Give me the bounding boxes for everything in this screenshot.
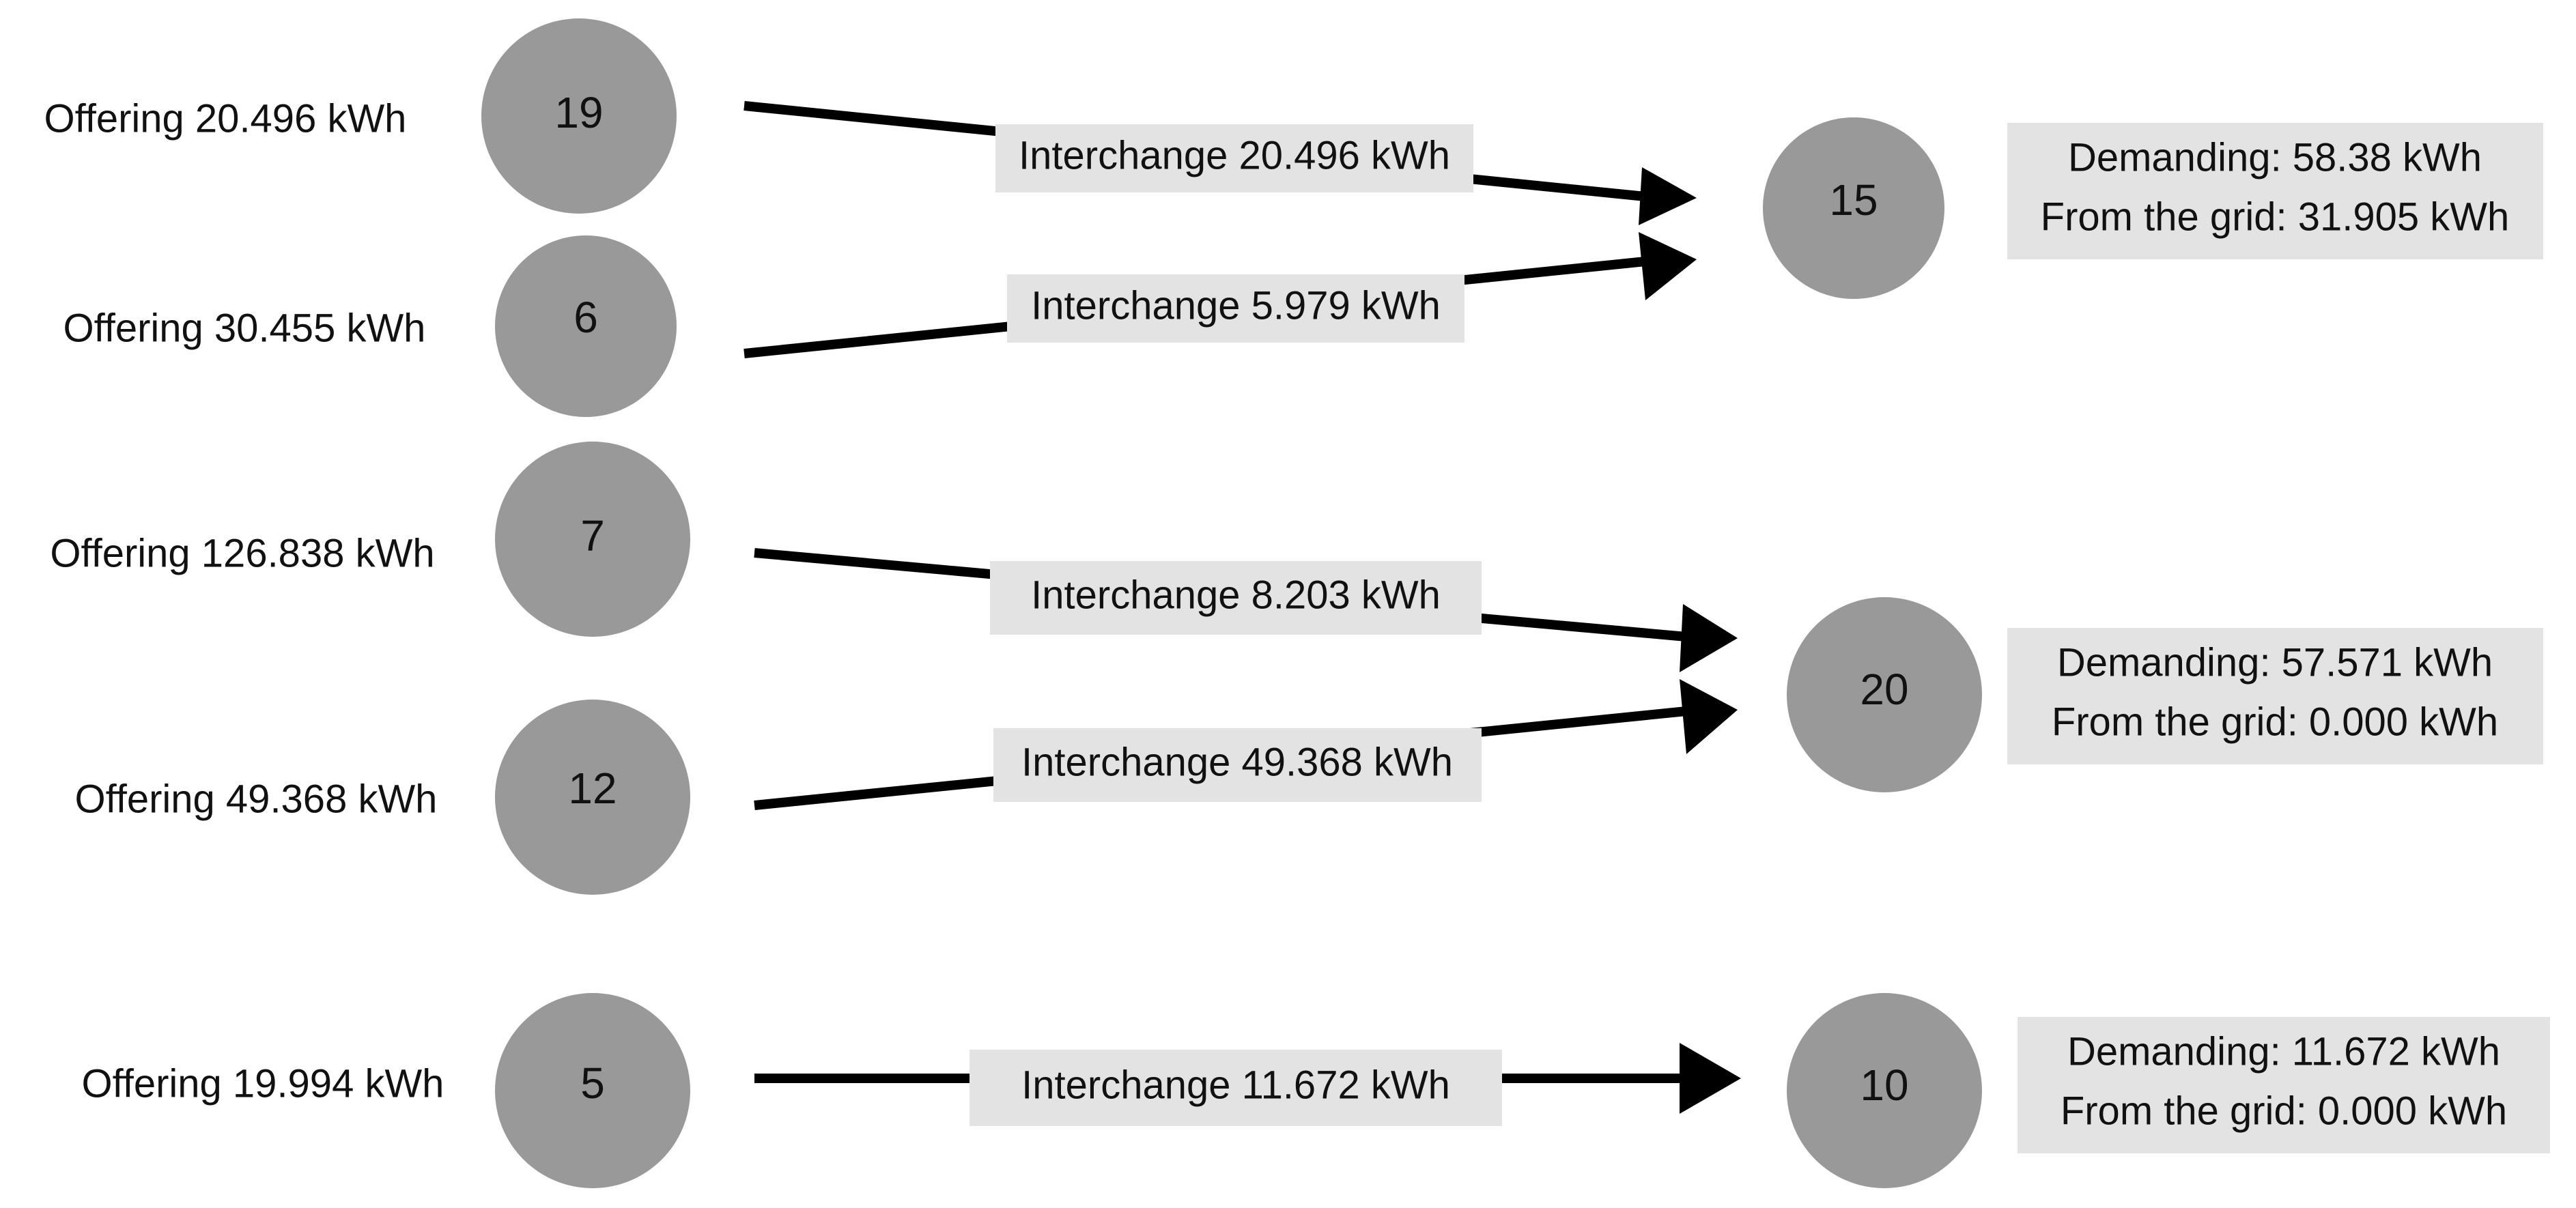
seller-offering-label: Offering 49.368 kWh bbox=[75, 777, 438, 821]
node-circle bbox=[495, 700, 690, 895]
arrowhead-6-15 bbox=[1639, 232, 1697, 300]
node-id: 10 bbox=[1860, 1061, 1908, 1110]
buyer-demand-box: Demanding: 57.571 kWh From the grid: 0.0… bbox=[2007, 628, 2543, 764]
interchange-label-box: Interchange 11.672 kWh bbox=[969, 1050, 1502, 1126]
seller-node: 7 bbox=[495, 442, 690, 637]
from-grid-text: From the grid: 0.000 kWh bbox=[2052, 700, 2498, 744]
node-id: 5 bbox=[580, 1059, 605, 1108]
demand-box-bg bbox=[2018, 1017, 2550, 1153]
offering-text: Offering 49.368 kWh bbox=[75, 777, 438, 821]
node-id: 19 bbox=[554, 88, 603, 137]
seller-node: 6 bbox=[495, 235, 677, 417]
arrowhead-19-15 bbox=[1639, 167, 1697, 225]
buyer-node: 20 bbox=[1787, 597, 1982, 792]
demanding-text: Demanding: 11.672 kWh bbox=[2067, 1029, 2500, 1074]
node-circle bbox=[495, 993, 690, 1188]
seller-offering-label: Offering 19.994 kWh bbox=[82, 1061, 444, 1106]
node-circle bbox=[1787, 597, 1982, 792]
offering-text: Offering 30.455 kWh bbox=[63, 306, 426, 350]
seller-node: 19 bbox=[481, 18, 677, 214]
arrowhead-5-10 bbox=[1680, 1043, 1741, 1114]
seller-offering-label: Offering 126.838 kWh bbox=[50, 531, 434, 575]
interchange-box-bg bbox=[969, 1050, 1502, 1126]
from-grid-text: From the grid: 31.905 kWh bbox=[2041, 195, 2510, 239]
interchange-label: Interchange 49.368 kWh bbox=[1021, 740, 1453, 784]
seller-offering-label: Offering 30.455 kWh bbox=[63, 306, 426, 350]
interchange-box-bg bbox=[993, 728, 1482, 802]
node-circle bbox=[1787, 993, 1982, 1188]
demanding-text: Demanding: 58.38 kWh bbox=[2068, 135, 2482, 179]
interchange-label: Interchange 8.203 kWh bbox=[1031, 573, 1441, 617]
buyer-demand-box: Demanding: 58.38 kWh From the grid: 31.9… bbox=[2007, 123, 2543, 259]
demand-box-bg bbox=[2007, 123, 2543, 259]
node-id: 15 bbox=[1829, 175, 1878, 225]
offering-text: Offering 19.994 kWh bbox=[82, 1061, 444, 1106]
buyer-node: 15 bbox=[1763, 117, 1944, 299]
demand-box-bg bbox=[2007, 628, 2543, 764]
interchange-box-bg bbox=[995, 124, 1473, 192]
seller-offering-label: Offering 20.496 kWh bbox=[44, 96, 407, 141]
interchange-label-box: Interchange 5.979 kWh bbox=[1007, 274, 1464, 343]
node-id: 20 bbox=[1860, 665, 1908, 714]
demanding-text: Demanding: 57.571 kWh bbox=[2057, 640, 2493, 685]
buyer-demand-box: Demanding: 11.672 kWh From the grid: 0.0… bbox=[2018, 1017, 2550, 1153]
interchange-label: Interchange 5.979 kWh bbox=[1031, 283, 1441, 328]
interchange-label: Interchange 11.672 kWh bbox=[1021, 1063, 1450, 1107]
node-circle bbox=[495, 235, 677, 417]
node-circle bbox=[495, 442, 690, 637]
interchange-label-box: Interchange 49.368 kWh bbox=[993, 728, 1482, 802]
offering-text: Offering 126.838 kWh bbox=[50, 531, 434, 575]
node-circle bbox=[481, 18, 677, 214]
node-id: 6 bbox=[574, 293, 598, 342]
buyer-node: 10 bbox=[1787, 993, 1982, 1188]
arrowhead-12-20 bbox=[1680, 679, 1738, 754]
node-id: 7 bbox=[580, 511, 605, 560]
interchange-box-bg bbox=[1007, 274, 1464, 343]
node-id: 12 bbox=[568, 764, 617, 813]
seller-node: 5 bbox=[495, 993, 690, 1188]
seller-node: 12 bbox=[495, 700, 690, 895]
from-grid-text: From the grid: 0.000 kWh bbox=[2061, 1089, 2507, 1133]
interchange-label: Interchange 20.496 kWh bbox=[1019, 133, 1450, 177]
interchange-label-box: Interchange 20.496 kWh bbox=[995, 124, 1473, 192]
arrowhead-7-20 bbox=[1680, 604, 1738, 672]
interchange-box-bg bbox=[990, 561, 1482, 635]
interchange-label-box: Interchange 8.203 kWh bbox=[990, 561, 1482, 635]
node-circle bbox=[1763, 117, 1944, 299]
offering-text: Offering 20.496 kWh bbox=[44, 96, 407, 141]
